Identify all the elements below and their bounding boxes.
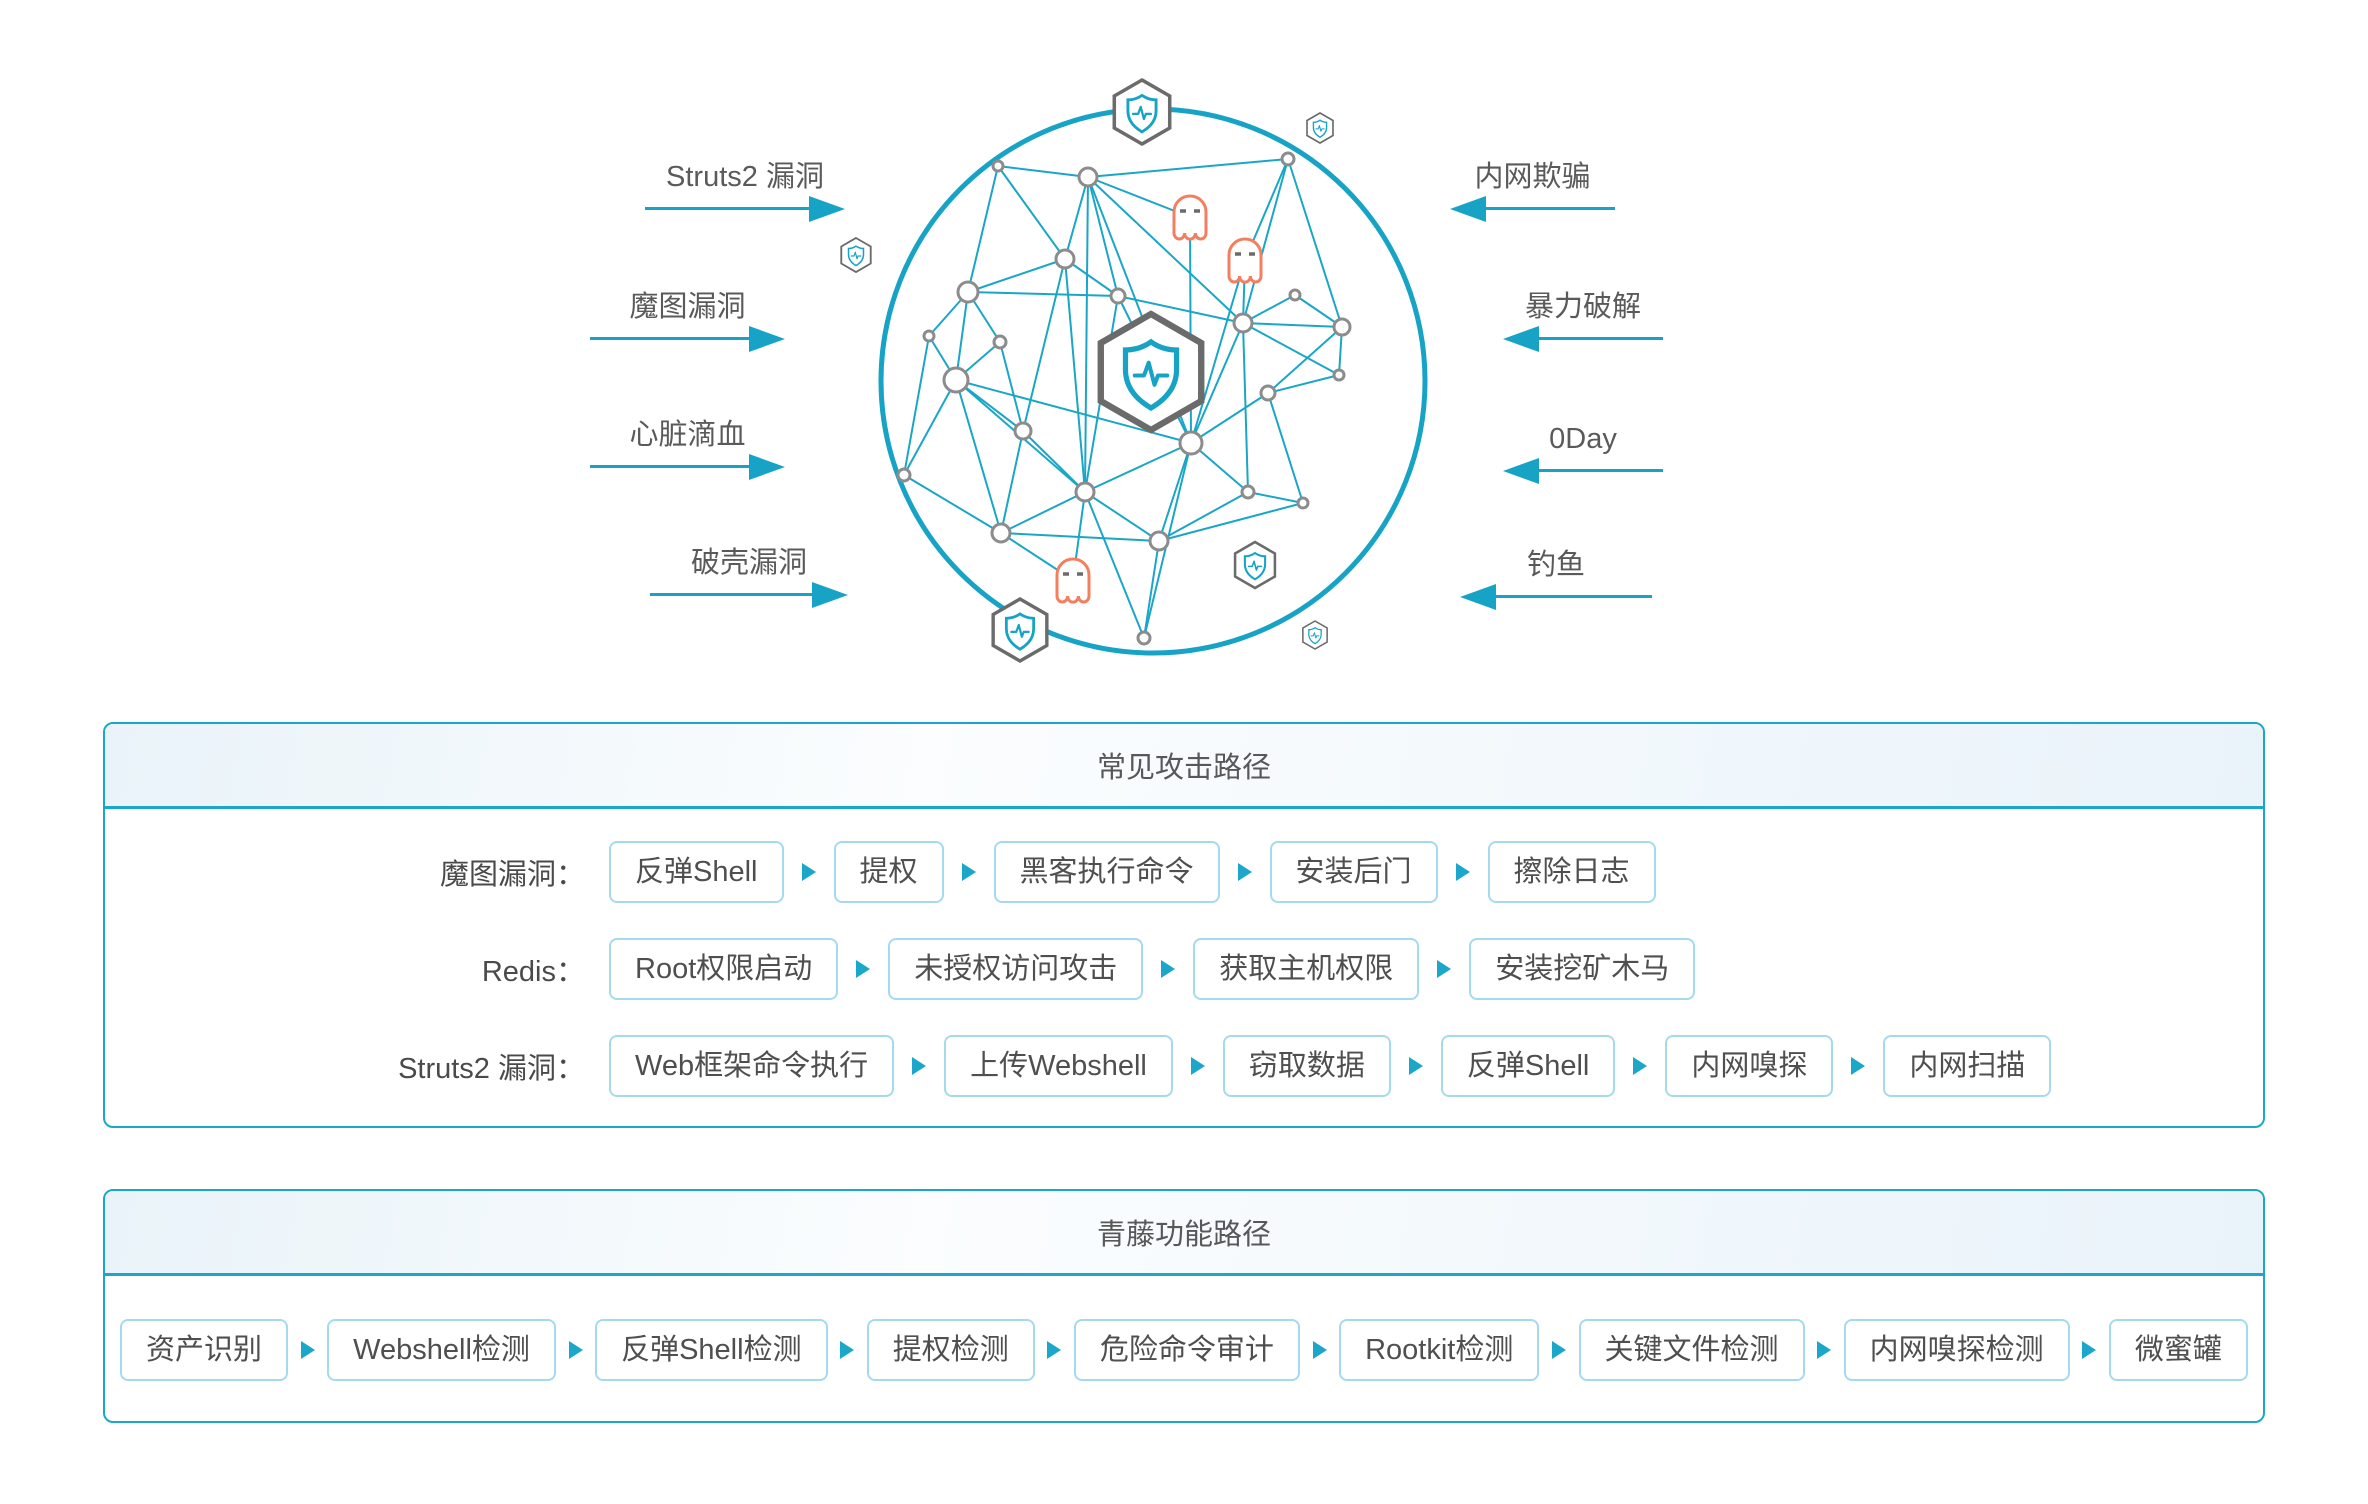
step-arrow-icon (856, 960, 871, 978)
function-step: Webshell检测 (327, 1318, 556, 1381)
function-step: Rootkit检测 (1339, 1318, 1540, 1381)
attack-step: Root权限启动 (609, 938, 839, 1000)
attack-step: 未授权访问攻击 (888, 938, 1144, 1000)
attack-vector-lan-spoofing: 内网欺骗 (1450, 162, 1615, 222)
ghost-attacker-icon (1172, 194, 1208, 241)
attack-vector-phishing: 钓鱼 (1460, 550, 1652, 610)
shield-pulse-hexagon-icon (1306, 112, 1334, 144)
shield-pulse-hexagon-icon (991, 597, 1049, 663)
step-arrow-icon (1551, 1340, 1566, 1359)
step-arrow-icon (2082, 1340, 2097, 1359)
shield-pulse-hexagon-icon (1302, 620, 1328, 650)
step-arrow-icon (1851, 1057, 1866, 1075)
attack-vector-bruteforce: 暴力破解 (1503, 292, 1663, 352)
attack-step: 提权 (833, 841, 944, 903)
attack-vector-0day: 0Day (1503, 424, 1663, 484)
arrow-left-icon (1460, 584, 1652, 610)
attack-path-row: Redis： Root权限启动未授权访问攻击获取主机权限安装挖矿木马 (105, 938, 2263, 1000)
attack-vector-text: 心脏滴血 (629, 419, 746, 451)
network-diagram (840, 78, 1428, 663)
step-arrow-icon (1190, 1057, 1205, 1075)
step-arrow-icon (568, 1340, 583, 1359)
shield-pulse-hexagon-icon (1101, 314, 1201, 430)
attack-vector-text: 魔图漏洞 (629, 291, 746, 323)
attack-step: 上传Webshell (944, 1035, 1173, 1097)
step-arrow-icon (300, 1340, 315, 1359)
attack-path-row: 魔图漏洞： 反弹Shell 提权黑客执行命令安装后门擦除日志 (105, 841, 2263, 903)
arrow-right-icon (645, 196, 845, 222)
shield-pulse-hexagon-icon (1112, 78, 1172, 146)
attack-vector-text: 破壳漏洞 (690, 547, 807, 579)
panel-title: 常见攻击路径 (105, 724, 2263, 809)
step-arrow-icon (912, 1057, 927, 1075)
attack-vector-text: 钓鱼 (1526, 549, 1585, 581)
function-step: 关键文件检测 (1578, 1318, 1805, 1381)
step-arrow-icon (840, 1340, 855, 1359)
attack-step: Web框架命令执行 (609, 1035, 895, 1097)
step-arrow-icon (1047, 1340, 1062, 1359)
attack-vector-text: 暴力破解 (1524, 291, 1641, 323)
attack-step: 反弹Shell (609, 841, 784, 903)
step-arrow-icon (1633, 1057, 1648, 1075)
step-arrow-icon (1312, 1340, 1327, 1359)
step-arrow-icon (1455, 863, 1470, 881)
step-arrow-icon (1161, 960, 1176, 978)
attack-paths-panel: 常见攻击路径 魔图漏洞： 反弹Shell 提权黑客执行命令安装后门擦除日志 Redis… (103, 722, 2265, 1128)
attack-step: 内网嗅探 (1665, 1035, 1834, 1097)
attack-step: 安装挖矿木马 (1469, 938, 1696, 1000)
step-arrow-icon (801, 863, 816, 881)
function-path-panel: 青藤功能路径 资产识别 Webshell检测反弹Shell检测提权检测危险命令审计… (103, 1189, 2265, 1423)
ghost-attacker-icon (1227, 237, 1263, 284)
attack-step: 黑客执行命令 (993, 841, 1220, 903)
attack-step: 内网扫描 (1883, 1035, 2052, 1097)
attack-vector-shellshock: 破壳漏洞 (650, 548, 848, 608)
arrow-right-icon (650, 582, 848, 608)
step-arrow-icon (1408, 1057, 1423, 1075)
function-step: 微蜜罐 (2108, 1318, 2248, 1381)
function-step: 提权检测 (866, 1318, 1035, 1381)
step-arrow-icon (1237, 863, 1252, 881)
arrow-right-icon (590, 454, 785, 480)
function-step: 反弹Shell检测 (595, 1318, 828, 1381)
attack-step: 获取主机权限 (1193, 938, 1420, 1000)
network-nodes (896, 151, 1352, 646)
arrow-right-icon (590, 326, 785, 352)
ghost-attacker-icon (1055, 557, 1091, 604)
function-step: 内网嗅探检测 (1843, 1318, 2070, 1381)
attack-vector-heartbleed: 心脏滴血 (590, 420, 785, 480)
attack-step: 反弹Shell (1440, 1035, 1616, 1097)
attack-vector-struts2: Struts2 漏洞 (645, 162, 845, 222)
attack-vector-text: 0Day (1549, 423, 1617, 455)
step-arrow-icon (961, 863, 976, 881)
function-step: 资产识别 (120, 1318, 289, 1381)
arrow-left-icon (1503, 458, 1663, 484)
attack-vector-imagemagick: 魔图漏洞 (590, 292, 785, 352)
attack-row-label: Redis： (481, 956, 585, 988)
panel-title: 青藤功能路径 (105, 1191, 2263, 1276)
attack-path-row: Struts2 漏洞： Web框架命令执行上传Webshell 窃取数据反弹Shel… (105, 1035, 2263, 1097)
attack-step: 擦除日志 (1487, 841, 1656, 903)
attack-rows: 魔图漏洞： 反弹Shell 提权黑客执行命令安装后门擦除日志 Redis： Root权限… (105, 841, 2263, 1097)
arrow-left-icon (1503, 326, 1663, 352)
shield-pulse-hexagon-icon (840, 237, 872, 273)
attack-step: 安装后门 (1269, 841, 1438, 903)
function-steps: 资产识别 Webshell检测反弹Shell检测提权检测危险命令审计 Rootkit… (105, 1276, 2263, 1421)
attack-row-label: Struts2 漏洞： (398, 1053, 585, 1085)
step-arrow-icon (1437, 960, 1452, 978)
step-arrow-icon (1817, 1340, 1832, 1359)
attack-vector-text: Struts2 漏洞 (666, 161, 824, 193)
shield-pulse-hexagon-icon (1233, 540, 1277, 590)
arrow-left-icon (1450, 196, 1615, 222)
attack-vector-text: 内网欺骗 (1474, 161, 1591, 193)
attack-row-label: 魔图漏洞： (439, 859, 585, 891)
attack-step: 窃取数据 (1222, 1035, 1391, 1097)
function-step: 危险命令审计 (1073, 1318, 1300, 1381)
